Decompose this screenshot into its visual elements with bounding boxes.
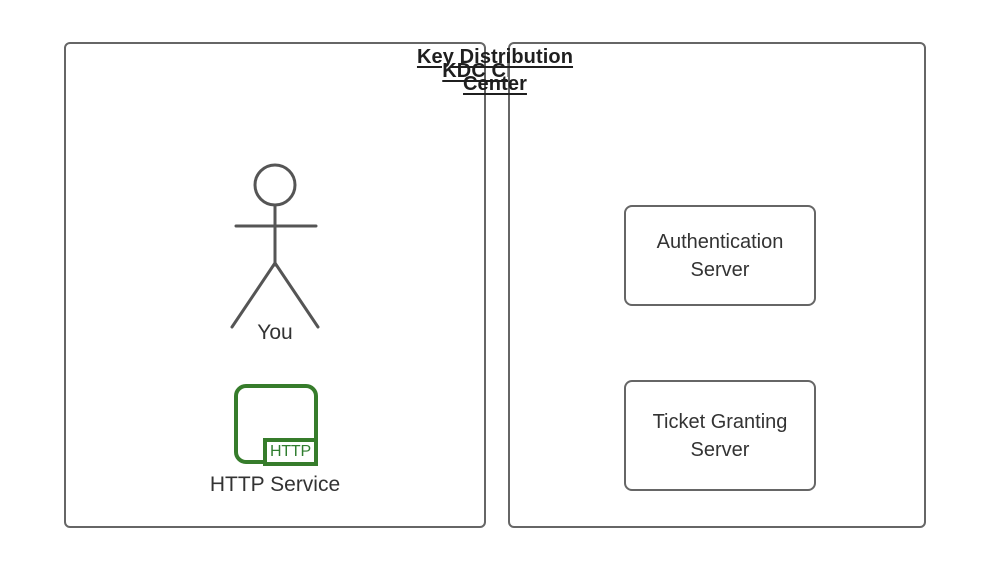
stick-figure-head <box>253 163 297 207</box>
stick-figure-left-leg <box>230 261 277 329</box>
http-service-icon-badge: HTTP <box>263 438 318 466</box>
authentication-server-label-line-1: Authentication <box>656 230 784 253</box>
ticket-granting-server-label-line-2: Server <box>690 438 750 461</box>
http-service-icon-badge-label: HTTP <box>270 443 311 460</box>
ticket-granting-server-label-line-1: Ticket Granting <box>652 410 788 433</box>
stick-figure-label: You <box>257 321 293 344</box>
authentication-server-box: Authentication Server <box>624 205 816 306</box>
stick-figure-right-leg <box>273 261 320 329</box>
http-service-label: HTTP Service <box>209 473 341 496</box>
panel-key-distribution-center-title: Key Distribution Center <box>0 44 990 98</box>
ticket-granting-server-box: Ticket Granting Server <box>624 380 816 491</box>
stick-figure-actor-icon <box>230 163 320 329</box>
authentication-server-label: Authentication Server <box>647 228 794 284</box>
http-service-icon: HTTP <box>234 384 318 466</box>
authentication-server-label-line-2: Server <box>690 258 750 281</box>
panel-kdc-title-line-2: Center <box>463 73 527 95</box>
panel-kdc-title-line-1: Key Distribution <box>416 46 574 68</box>
ticket-granting-server-label: Ticket Granting Server <box>643 408 798 464</box>
